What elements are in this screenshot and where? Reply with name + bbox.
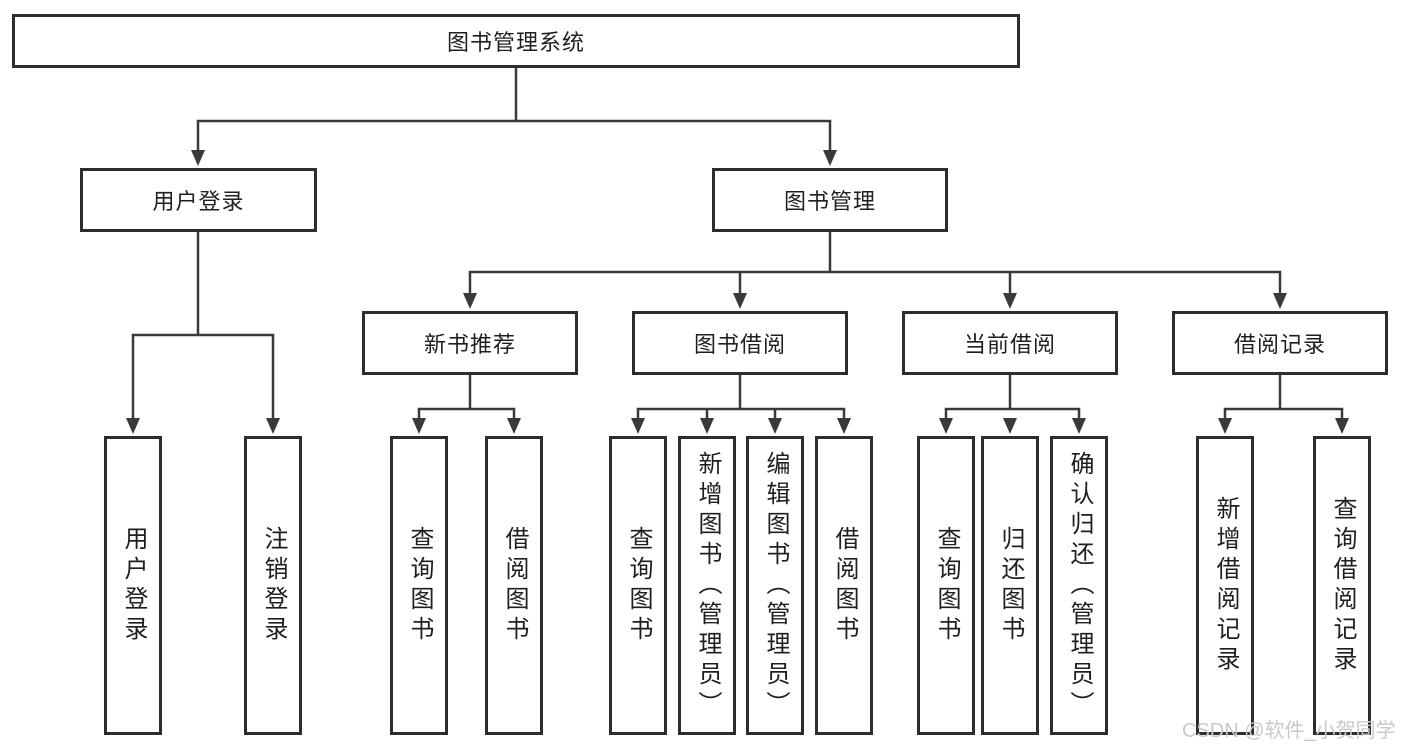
leaf-borrow-books-borrowing: 借阅图书 [815,436,873,735]
csdn-watermark: CSDN @软件_小贺同学 [1182,720,1396,742]
leaf-edit-books-admin: 编辑图书（管理员） [746,436,804,735]
leaf-query-books-borrowing: 查询图书 [609,436,667,735]
leaf-return-books: 归还图书 [981,436,1039,735]
leaf-add-books-admin: 新增图书（管理员） [678,436,736,735]
node-library-management-system: 图书管理系统 [12,14,1020,68]
leaf-add-borrow-record: 新增借阅记录 [1196,436,1254,735]
node-book-borrowing: 图书借阅 [632,311,848,375]
leaf-confirm-return-admin: 确认归还（管理员） [1050,436,1108,735]
leaf-query-books-current: 查询图书 [917,436,975,735]
leaf-borrow-books-recommend: 借阅图书 [485,436,543,735]
node-book-management: 图书管理 [712,168,948,232]
arrowheads [126,150,1349,434]
node-user-login: 用户登录 [80,168,317,232]
node-current-borrowing: 当前借阅 [902,311,1118,375]
node-new-book-recommendation: 新书推荐 [362,311,578,375]
leaf-query-books-recommend: 查询图书 [390,436,448,735]
leaf-logout: 注销登录 [244,436,302,735]
leaf-query-borrow-record: 查询借阅记录 [1313,436,1371,735]
node-borrowing-records: 借阅记录 [1172,311,1388,375]
leaf-user-login: 用户登录 [104,436,162,735]
